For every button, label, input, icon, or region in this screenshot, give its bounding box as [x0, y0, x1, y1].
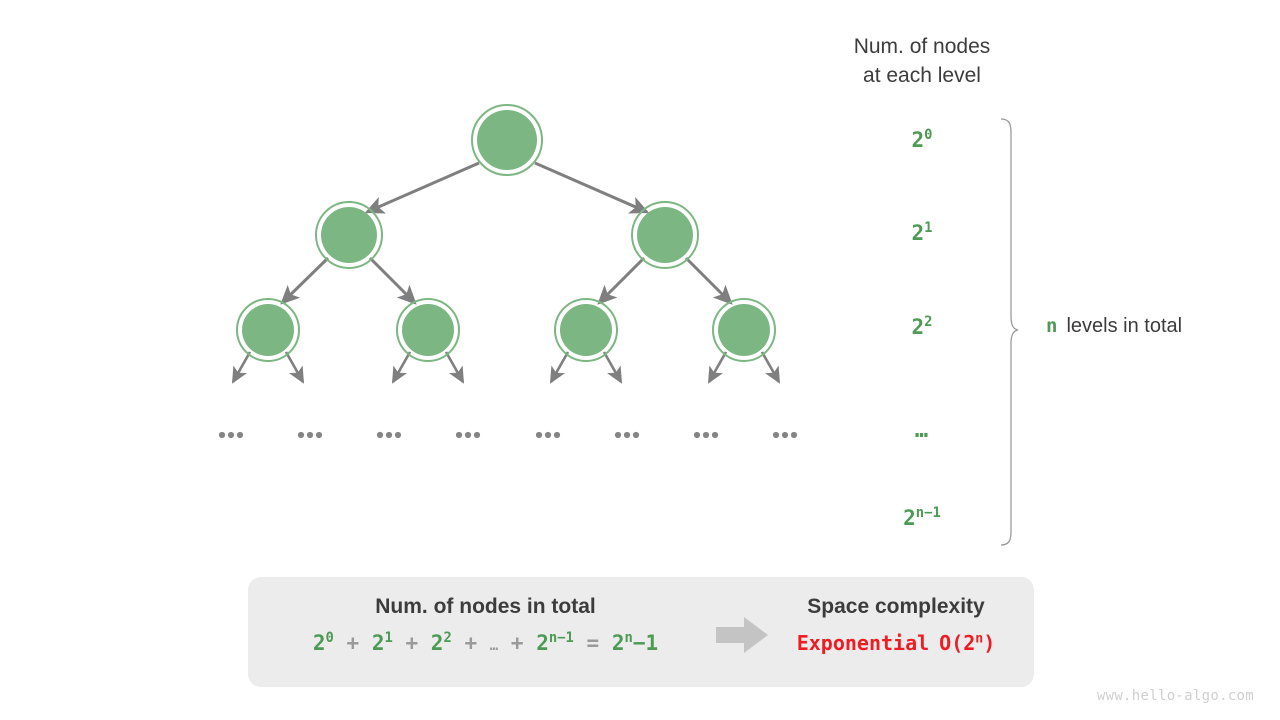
level-count-base: 2	[911, 315, 925, 339]
complexity-label: Exponential	[796, 631, 930, 655]
watermark: www.hello-algo.com	[1096, 688, 1254, 704]
level-count-base: 2	[903, 506, 916, 530]
ellipsis-group	[455, 431, 481, 439]
level-count-1: 21	[832, 221, 1012, 245]
total-levels-annotation: n levels in total	[1046, 315, 1182, 338]
level-count-base: 2	[911, 221, 925, 245]
level-count-base: 2	[911, 128, 925, 152]
formula-op: =	[586, 631, 600, 655]
tree-node	[396, 298, 460, 362]
tree-node	[554, 298, 618, 362]
tree-node	[637, 207, 693, 263]
ellipsis-group	[376, 431, 402, 439]
tree-node	[718, 304, 770, 356]
ellipsis-group	[693, 431, 719, 439]
level-count-exp: 2	[924, 314, 933, 330]
tree-node	[321, 207, 377, 263]
tree-node	[712, 298, 776, 362]
level-count-0: 20	[832, 128, 1012, 152]
formula-op: …	[489, 638, 499, 654]
ellipsis-group	[614, 431, 640, 439]
formula-term: 2n−1	[536, 630, 574, 655]
total-levels-text: levels in total	[1066, 315, 1183, 337]
total-nodes-formula: 20 + 21 + 22 + … + 2n−1 = 2n−1	[248, 624, 723, 665]
tree-node	[560, 304, 612, 356]
formula-term: 21	[371, 630, 393, 655]
formula-op: +	[346, 631, 360, 655]
ellipsis-group	[218, 431, 244, 439]
tree-nodes	[236, 104, 776, 362]
summary-panel	[248, 577, 1034, 687]
tree-edges	[231, 161, 781, 384]
tree-node	[631, 201, 699, 269]
ellipsis-group	[297, 431, 323, 439]
ellipsis-group	[535, 431, 561, 439]
complexity-notation: O(2n)	[939, 631, 996, 655]
space-complexity-value: Exponential O(2n)	[760, 624, 1032, 662]
tree-node	[402, 304, 454, 356]
levels-brace	[1000, 118, 1019, 546]
formula-op: +	[464, 631, 478, 655]
tree-ellipsis-row	[218, 431, 798, 439]
formula-term: 2n−1	[611, 630, 659, 655]
level-count-last: 2n−1	[832, 506, 1012, 530]
space-complexity-heading: Space complexity	[807, 595, 985, 618]
level-count-ellipsis: …	[832, 418, 1012, 443]
tree-node	[471, 104, 543, 176]
level-count-exp: n−1	[915, 505, 941, 521]
tree-node	[242, 304, 294, 356]
summary-right-column: Space complexity Exponential O(2n)	[760, 590, 1032, 662]
tree-node	[236, 298, 300, 362]
level-count-2: 22	[832, 315, 1012, 339]
level-count-base: …	[914, 418, 930, 443]
level-count-exp: 1	[924, 220, 933, 236]
tree-node	[315, 201, 383, 269]
ellipsis-group	[772, 431, 798, 439]
summary-left-column: Num. of nodes in total 20 + 21 + 22 + … …	[248, 590, 723, 665]
total-nodes-heading: Num. of nodes in total	[375, 595, 596, 618]
implies-arrow-icon	[716, 617, 768, 653]
formula-op: +	[405, 631, 419, 655]
tree-node	[477, 110, 537, 170]
formula-term: 22	[430, 630, 452, 655]
formula-term: 20	[312, 630, 334, 655]
levels-legend-title: Num. of nodes at each level	[853, 35, 991, 87]
level-count-exp: 0	[924, 127, 933, 143]
formula-op: +	[510, 631, 524, 655]
total-levels-variable: n	[1046, 315, 1058, 337]
